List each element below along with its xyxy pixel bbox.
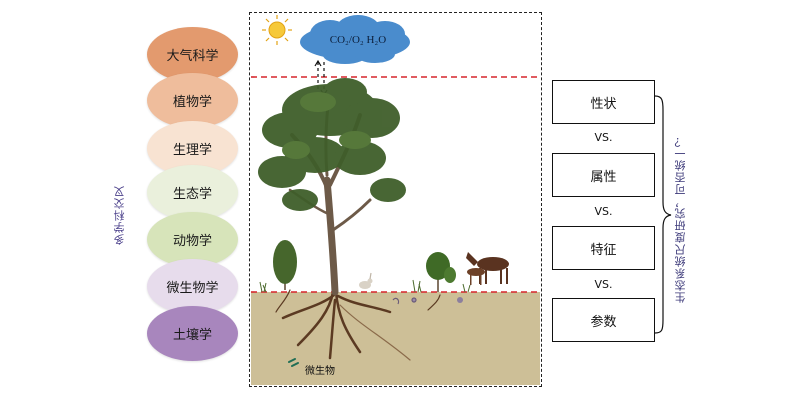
scale-box: 属性	[552, 153, 655, 197]
scale-box: 性状	[552, 80, 655, 124]
tree-roots-icon	[275, 289, 441, 361]
discipline-label: 生理学	[172, 143, 212, 158]
grass-icon	[259, 279, 471, 293]
vs-label: VS.	[594, 205, 613, 218]
discipline-label: 植物学	[172, 95, 212, 110]
rabbit-icon	[359, 272, 373, 289]
microbe-label: 微生物	[305, 366, 335, 377]
cloud-icon	[300, 15, 410, 64]
soil-layer	[251, 292, 540, 385]
discipline-label: 土壤学	[172, 328, 212, 343]
soil-critters-icon	[392, 297, 463, 305]
discipline-ellipse: 植物学	[147, 73, 238, 128]
horse-icon	[466, 252, 509, 285]
vs-label: VS.	[594, 131, 613, 144]
discipline-ellipse: 生态学	[147, 165, 238, 220]
right-caption: 生态系统尺度研究，可否统一？	[674, 135, 687, 303]
bracket-icon	[655, 95, 672, 334]
discipline-ellipse: 土壤学	[147, 306, 238, 361]
shrub-icon	[273, 240, 297, 290]
discipline-ellipse: 微生物学	[147, 259, 238, 314]
scale-box: 特征	[552, 226, 655, 270]
discipline-ellipse: 动物学	[147, 212, 238, 267]
discipline-label: 微生物学	[166, 281, 219, 296]
ecosystem-scene	[249, 12, 542, 387]
sun-icon	[262, 15, 292, 45]
small-tree-icon	[426, 252, 456, 292]
discipline-label: 大气科学	[166, 49, 219, 64]
cloud-text: CO₂/O₂ H₂O	[329, 34, 387, 46]
discipline-label: 生态学	[172, 187, 212, 202]
discipline-label: 动物学	[172, 234, 212, 249]
discipline-ellipse: 大气科学	[147, 27, 238, 82]
vs-label: VS.	[594, 278, 613, 291]
microbe-icon	[288, 358, 299, 367]
scale-box: 参数	[552, 298, 655, 342]
